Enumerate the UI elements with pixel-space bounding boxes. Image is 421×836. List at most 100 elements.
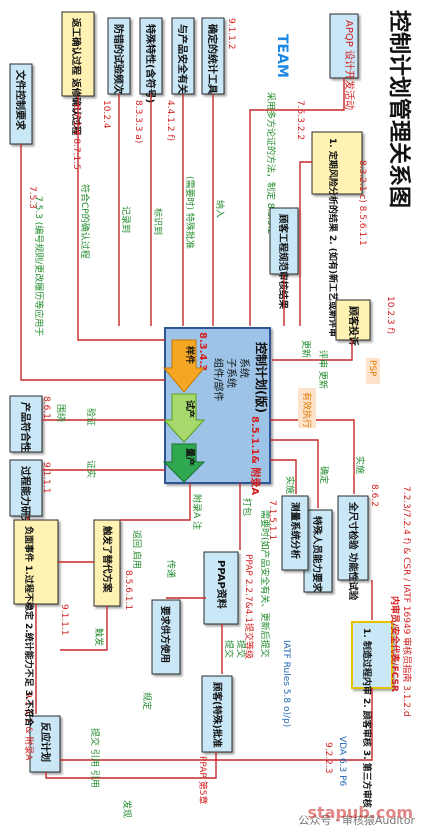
diagram-title: 控制计划管理关系图	[386, 10, 412, 208]
left-box-doc-control-ref: 7.5.3	[27, 186, 37, 209]
risk-analysis-box	[311, 131, 363, 195]
ppap-box	[203, 551, 239, 625]
connector-center-alt	[120, 483, 191, 521]
ppap-ref: PPAP 2.2.7&4.1提交等级	[243, 554, 255, 659]
customer-complaint-ref: 10.2.3 f)	[385, 296, 395, 334]
prototype-arrow-label: 样件	[184, 346, 196, 364]
risk-analysis-ref: 8.3.2.1 c) 8.5.6.1.1	[357, 160, 367, 246]
label-appendix-note: 附录A 注	[191, 494, 203, 530]
special-personnel-box	[303, 509, 333, 593]
reaction-plan-text: 反应计划	[39, 722, 52, 762]
full-dimension-box	[337, 495, 369, 581]
connector-rework	[77, 96, 165, 341]
connector-msa	[270, 459, 297, 494]
label-discover: 发现	[121, 800, 133, 818]
connector-approval-reaction	[45, 752, 217, 779]
connectors	[20, 78, 373, 779]
negative-event-ref: 9.1.1.1	[59, 604, 69, 636]
prototype-arrow	[162, 339, 206, 393]
capability-study-ref: 9.1.1.1	[41, 462, 51, 494]
pilot-arrow	[162, 393, 206, 443]
left-input-boxes: 确定的统计工具 9.1.1.2 与产品安全有关 4.4.1.2 f) 特殊特性(…	[9, 11, 236, 209]
special-personnel-text: 特殊人员能力要求	[311, 516, 323, 593]
effective-exec-badge	[298, 388, 316, 428]
right-output-boxes: 全尺寸检验 功能性试验 8.6.2 特殊人员能力要求 测量系统分析 7.1.5.…	[23, 484, 401, 808]
customer-approval-text: 顾客(特殊)批准	[211, 682, 223, 748]
customer-complaint-box	[335, 299, 371, 341]
connector-apqp	[249, 78, 345, 326]
connector-full-dimension	[270, 419, 355, 494]
connector-complaint	[272, 340, 353, 361]
control-plan-center: 控制计划(版) 系统 子系统 组件/部件 8.5.1.1& 附录A 8.3.4.…	[162, 327, 271, 495]
reaction-plan-ref: 9.1.1.1 & 附录A	[23, 692, 35, 761]
apqp-text: APQP 设计开发活动	[343, 20, 356, 110]
left-box-special-char-text: 特殊特性(含符号)	[144, 24, 157, 103]
label-recorded: 记录到	[120, 206, 132, 233]
left-box-safety-text: 与产品安全有关	[176, 24, 189, 94]
left-box-safety-ref: 4.4.1.2 f)	[165, 100, 175, 141]
supplier-use-box	[151, 599, 181, 675]
psp-label: PSP	[367, 360, 377, 377]
label-doc-rules: 7.5.3 (编号规则/更改履历等应用于	[33, 196, 45, 336]
line-labels: 纳入 (需要时) 特殊批准 标识到 记录到 符合CP的确认过程 7.5.3 (编…	[33, 176, 413, 818]
product-conformity-ref: 8.6.1	[41, 396, 51, 419]
audit-box	[351, 621, 393, 689]
control-plan-bullet-subsystem: 子系统	[225, 358, 238, 388]
label-return-enable: 返回 启用	[131, 530, 143, 569]
label-implement-1: 实施	[354, 456, 366, 474]
msa-ref: 7.1.5.1.1	[267, 500, 277, 540]
msa-box	[281, 495, 309, 571]
connector-risk	[299, 161, 312, 326]
apqp-box	[329, 13, 359, 79]
left-box-stat-tools-text: 确定的统计工具	[206, 24, 219, 94]
risk-analysis-text: 1. 定期风险分析的结果 2. (如有)新工艺或新评审	[327, 138, 339, 337]
alternative-trigger-box	[93, 519, 121, 607]
connector-special-personnel	[270, 439, 319, 508]
label-verify: 验证	[85, 408, 97, 426]
label-submit-1: 提交	[235, 640, 247, 658]
label-review-update: 评审 更新	[317, 350, 329, 389]
production-arrow	[162, 443, 206, 483]
ppap-text: PPAP资料	[215, 560, 228, 609]
customer-complaint-text: 顾客投诉	[347, 306, 360, 346]
label-when-needed: 需要时(如产品安全有关、更新后提交	[259, 510, 271, 658]
label-specify: 规定	[141, 692, 153, 710]
label-special-approval: (需要时) 特殊批准	[184, 176, 196, 249]
label-marked: 标识到	[152, 208, 164, 235]
left-box-errorproof-ref: 10.2.4	[101, 100, 111, 129]
effective-exec-label: 有效执行	[301, 392, 313, 428]
middle-boxes: 产品符合性 8.6.1 过程能力研究 9.1.1.1 负面事件 1.过程不稳定 …	[9, 395, 133, 727]
customer-spec-box	[269, 207, 299, 275]
connector-alt-reaction	[60, 606, 108, 651]
label-update-1: 更新	[300, 340, 312, 358]
reaction-plan-box	[29, 715, 61, 773]
control-plan-clause: 8.3.4.3	[197, 332, 208, 371]
alternative-trigger-ref: 8.5.6.1.1	[123, 570, 133, 610]
product-conformity-box	[9, 395, 43, 453]
label-trigger: 触发	[93, 628, 105, 646]
negative-event-text: 负面事件 1.过程不稳定 2.统计能力不足 3.不符合	[23, 526, 35, 727]
left-box-rework-text: 返工确认过程 返修确认过程	[70, 18, 82, 136]
label-implement-2: 实施	[284, 476, 296, 494]
label-around: 围绕	[55, 404, 67, 422]
label-incorporate: 纳入	[214, 200, 226, 218]
full-dimension-ref: 8.6.2	[369, 484, 379, 507]
alternative-trigger-text: 触发了替代方案	[101, 525, 113, 593]
negative-event-box	[13, 519, 59, 605]
left-box-rework	[61, 11, 95, 97]
customer-approval-box	[201, 675, 233, 753]
msa-text: 测量系统分析	[289, 502, 301, 560]
label-cp-confirm: 符合CP的确认过程	[79, 184, 91, 259]
audit-ref: 内审员/安全代表/FCSR	[389, 596, 401, 692]
label-package: 打包	[241, 498, 253, 516]
full-dimension-text: 全尺寸检验 功能性试验	[347, 501, 359, 601]
team-logo: TEAM	[274, 34, 290, 78]
watermark-text: 公众号 · 审核猿Auditor	[298, 814, 415, 827]
left-box-errorproof-text: 防错的试验频次	[112, 24, 125, 94]
label-determine: 确定	[318, 466, 330, 484]
control-plan-bullet-system: 系统	[238, 358, 251, 378]
psp-badge	[366, 358, 380, 384]
label-75322: 7.5.3.2.2	[295, 100, 305, 140]
